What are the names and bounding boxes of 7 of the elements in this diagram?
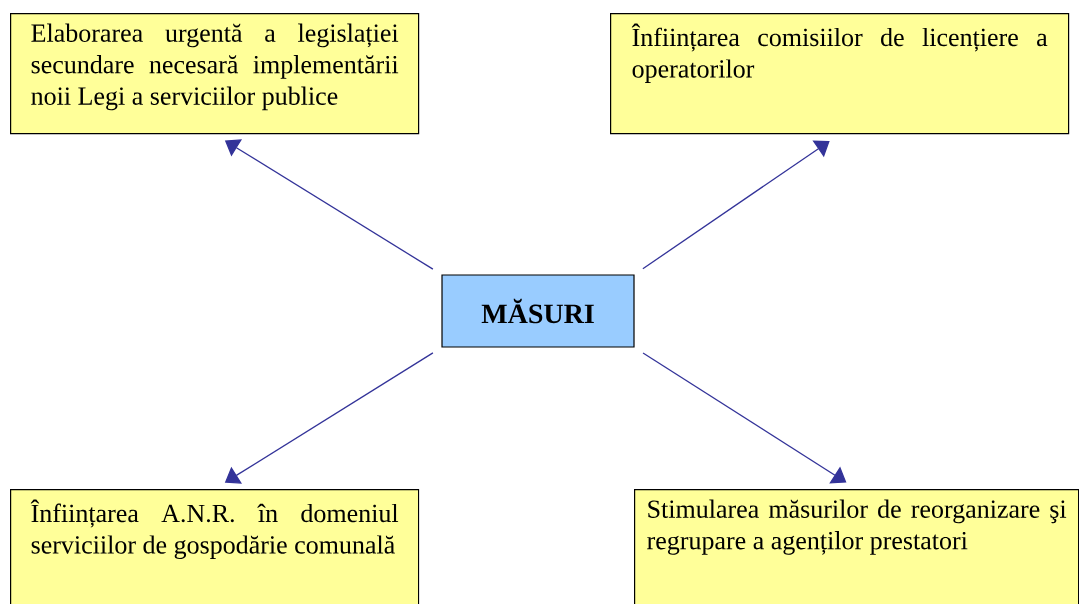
arrow (642, 352, 847, 484)
text-box: Înființarea comisiilor de licențiere a operatorilor (610, 13, 1070, 135)
text-box: Elaborarea urgentă a legislației secundare necesară implementării noii Legi a serviciilor publice (10, 13, 420, 135)
text-box: Stimularea măsurilor de reorganizare şi regrupare a agenților prestatori (634, 489, 1079, 604)
arrow (642, 140, 830, 270)
text-box: Înființarea A.N.R. în domeniul serviciilor de gospodărie comunală (10, 489, 420, 604)
title-box: MĂSURI (441, 274, 635, 348)
